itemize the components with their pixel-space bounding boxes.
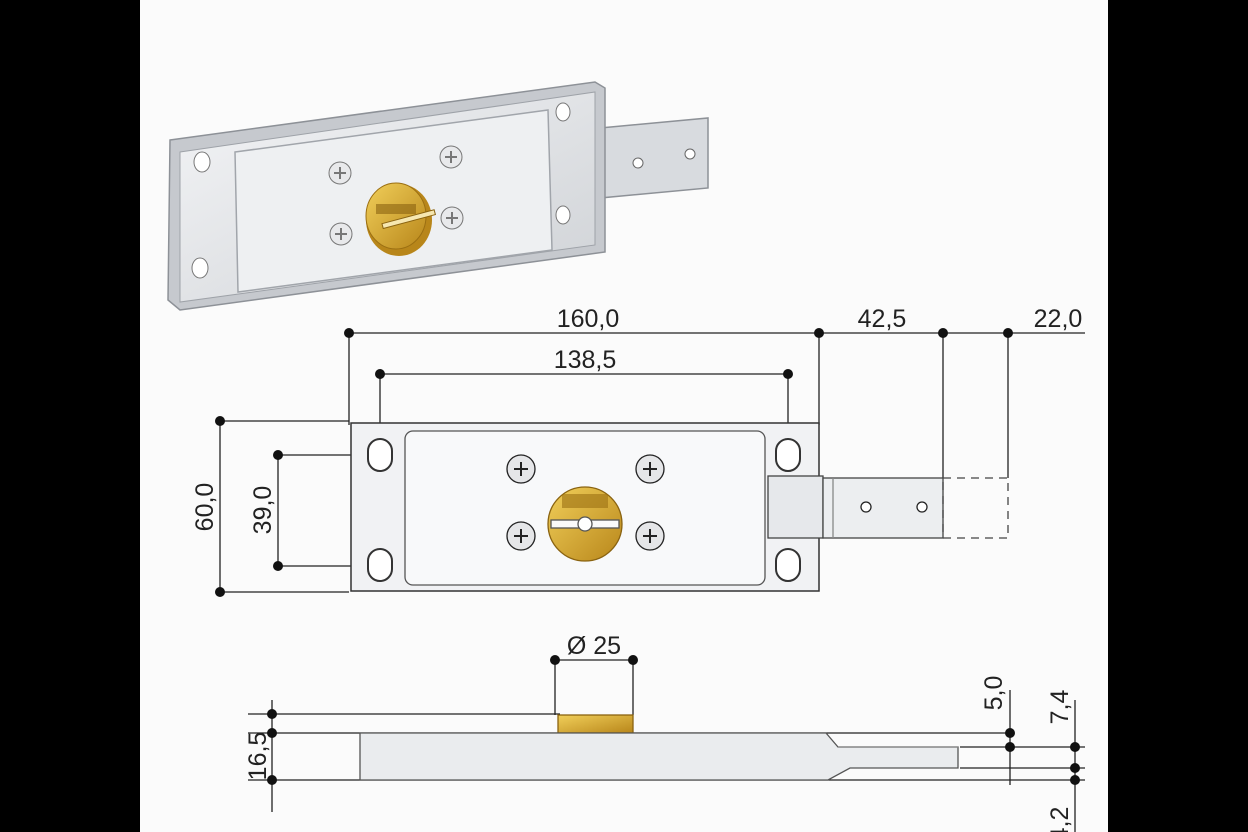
lock-side-view [248,655,1085,832]
cylinder-side [557,714,634,734]
dim-label-overall-length: 160,0 [557,305,620,333]
dimension-terminators [215,328,1013,597]
dimension-terminators [267,655,1080,785]
dim-label-bolt-throw: 42,5 [858,305,907,333]
screw-3d [329,222,353,246]
mount-hole-3d [555,102,571,122]
dim-label-cylinder-projection: 5,0 [980,676,1008,711]
cylinder-3d [365,182,437,256]
dim-label-cylinder-diameter: Ø 25 [567,632,621,660]
bolt-extended-outline [942,477,1009,539]
screw-3d [440,206,464,230]
dim-label-height: 60,0 [191,483,219,532]
mount-hole-3d [555,205,571,225]
dim-label-hole-spacing-v: 39,0 [249,486,277,535]
lock-3d-view [167,81,709,311]
screw [506,454,536,484]
screw-3d [439,145,463,169]
mount-hole [775,548,801,582]
bolt-front [822,477,944,539]
dim-label-body-depth: 16,5 [244,732,272,781]
bolt-housing [767,475,824,539]
lock-front-view [215,328,1085,597]
bolt-hole [916,501,928,513]
cylinder-front [547,486,623,562]
bolt-hole-3d [684,148,696,160]
screw [506,521,536,551]
screw [635,521,665,551]
mount-hole [367,438,393,472]
mount-hole [775,438,801,472]
bolt-hole-3d [632,157,644,169]
bolt-hole [860,501,872,513]
screw-3d [328,161,352,185]
mount-hole-3d [193,151,211,173]
mount-hole-3d [191,257,209,279]
lock-body-side [359,732,959,781]
dim-label-bolt-offset: 4,2 [1046,807,1074,832]
dim-label-hole-spacing-h: 138,5 [554,346,617,374]
dim-label-bolt-extension: 22,0 [1034,305,1083,333]
mount-hole [367,548,393,582]
screw [635,454,665,484]
dim-label-bolt-thickness: 7,4 [1046,690,1074,725]
